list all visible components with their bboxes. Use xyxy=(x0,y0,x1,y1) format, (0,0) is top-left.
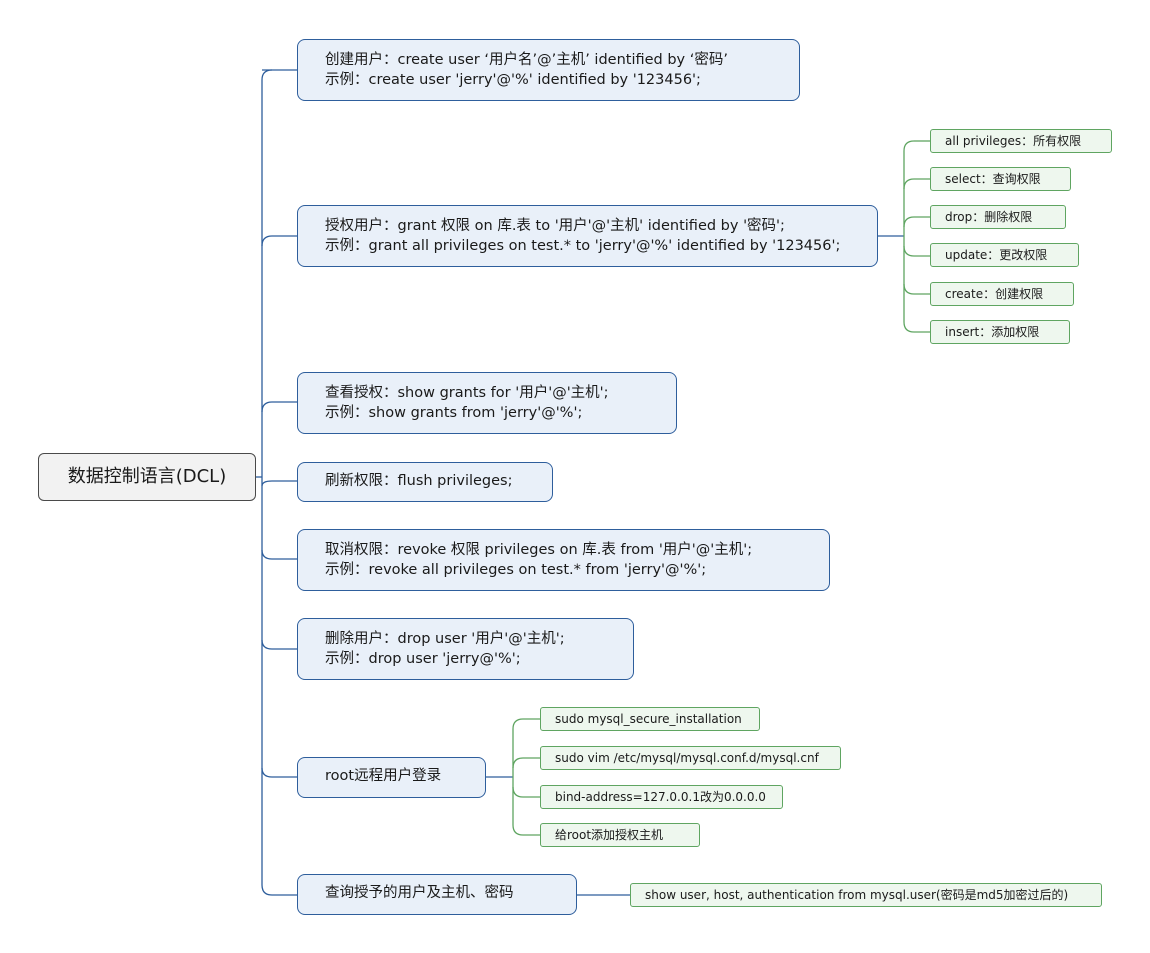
branch-query-users-label: 查询授予的用户及主机、密码 xyxy=(325,885,514,901)
privilege-drop[interactable]: drop：删除权限 xyxy=(930,205,1066,229)
branch-root-remote-login-label: root远程用户登录 xyxy=(325,768,442,784)
privilege-update[interactable]: update：更改权限 xyxy=(930,243,1079,267)
branch-show-grants-example: 示例：show grants from 'jerry'@'%'; xyxy=(325,405,583,421)
branch-root-remote-login[interactable]: root远程用户登录 xyxy=(297,757,486,798)
branch-drop-user[interactable]: 删除用户：drop user '用户'@'主机'; 示例：drop user '… xyxy=(297,618,634,680)
branch-show-grants[interactable]: 查看授权：show grants for '用户'@'主机'; 示例：show … xyxy=(297,372,677,434)
branch-create-user-example: 示例：create user 'jerry'@'%' identified by… xyxy=(325,72,701,88)
privilege-insert[interactable]: insert：添加权限 xyxy=(930,320,1070,344)
branch-drop-user-example: 示例：drop user 'jerry@'%'; xyxy=(325,651,521,667)
root-login-step-bind-address[interactable]: bind-address=127.0.0.1改为0.0.0.0 xyxy=(540,785,783,809)
branch-show-grants-syntax: 查看授权：show grants for '用户'@'主机'; xyxy=(325,385,609,401)
branch-revoke-syntax: 取消权限：revoke 权限 privileges on 库.表 from '用… xyxy=(325,542,753,558)
branch-grant-user-syntax: 授权用户：grant 权限 on 库.表 to '用户'@'主机' identi… xyxy=(325,218,785,234)
root-login-step-secure-installation[interactable]: sudo mysql_secure_installation xyxy=(540,707,760,731)
privilege-select[interactable]: select：查询权限 xyxy=(930,167,1071,191)
root-login-step-grant-host[interactable]: 给root添加授权主机 xyxy=(540,823,700,847)
branch-grant-user[interactable]: 授权用户：grant 权限 on 库.表 to '用户'@'主机' identi… xyxy=(297,205,878,267)
branch-revoke[interactable]: 取消权限：revoke 权限 privileges on 库.表 from '用… xyxy=(297,529,830,591)
branch-revoke-example: 示例：revoke all privileges on test.* from … xyxy=(325,562,707,578)
root-topic[interactable]: 数据控制语言(DCL) xyxy=(38,453,256,501)
privilege-all[interactable]: all privileges：所有权限 xyxy=(930,129,1112,153)
branch-query-users[interactable]: 查询授予的用户及主机、密码 xyxy=(297,874,577,915)
branch-create-user-syntax: 创建用户：create user ‘用户名’@’主机’ identified b… xyxy=(325,52,728,68)
query-users-detail[interactable]: show user, host, authentication from mys… xyxy=(630,883,1102,907)
branch-flush-privileges[interactable]: 刷新权限：flush privileges; xyxy=(297,462,553,502)
branch-create-user[interactable]: 创建用户：create user ‘用户名’@’主机’ identified b… xyxy=(297,39,800,101)
branch-drop-user-syntax: 删除用户：drop user '用户'@'主机'; xyxy=(325,631,565,647)
branch-grant-user-example: 示例：grant all privileges on test.* to 'je… xyxy=(325,238,841,254)
branch-flush-privileges-label: 刷新权限：flush privileges; xyxy=(325,473,513,489)
privilege-create[interactable]: create：创建权限 xyxy=(930,282,1074,306)
root-login-step-edit-config[interactable]: sudo vim /etc/mysql/mysql.conf.d/mysql.c… xyxy=(540,746,841,770)
